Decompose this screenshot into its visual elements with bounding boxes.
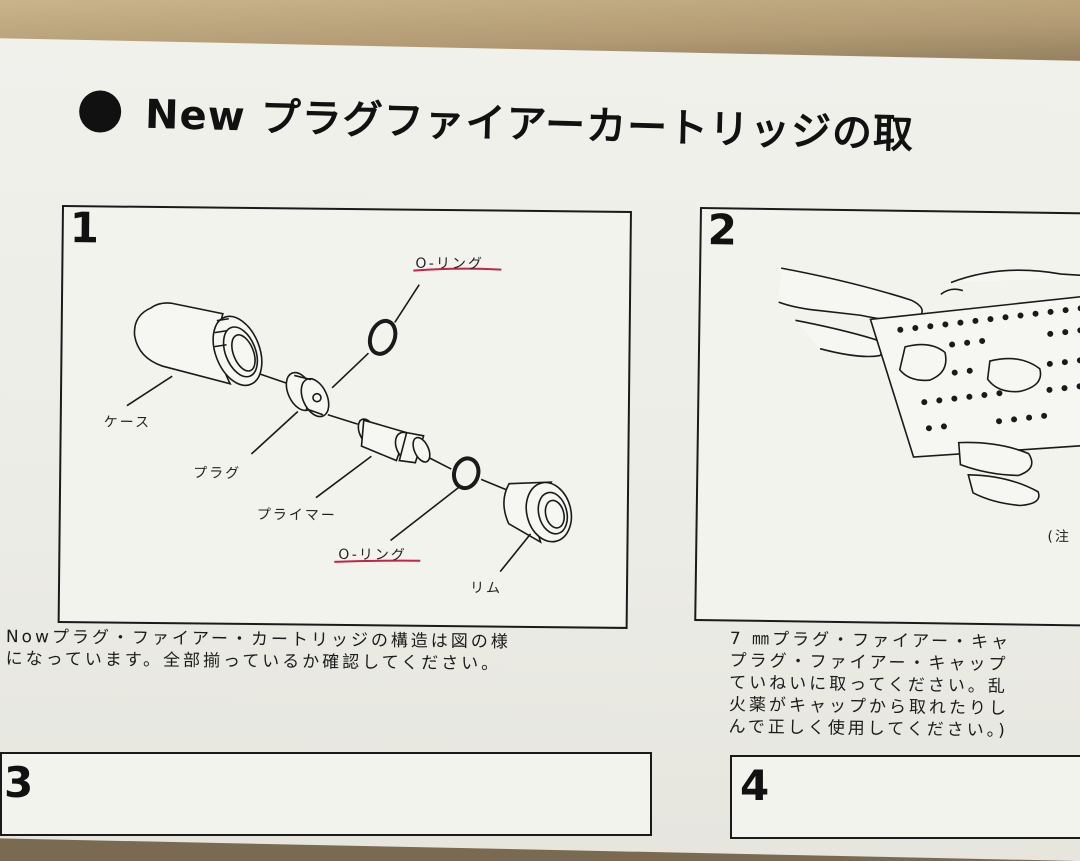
case-part <box>133 302 263 387</box>
panel-1-caption: Nowプラグ・ファイアー・カートリッジの構造は図の様 になっています。全部揃って… <box>6 626 511 675</box>
label-rim: リム <box>469 580 503 597</box>
panel-4: 4 <box>730 755 1080 839</box>
label-plug: プラグ <box>193 465 242 482</box>
label-oring-bottom: O-リング <box>338 546 407 564</box>
panel-3: 3 <box>0 752 652 836</box>
plug-part <box>285 371 330 418</box>
label-primer: プライマー <box>256 507 337 524</box>
oring-top <box>367 318 398 356</box>
label-case: ケース <box>103 414 152 431</box>
primer-part <box>327 414 431 464</box>
note-label: (注 <box>1047 528 1072 546</box>
rim-part <box>503 481 573 544</box>
panel-2-caption: 7 ㎜プラグ・ファイアー・キャ プラグ・ファイアー・キャップ ていねいに取ってく… <box>728 628 1011 742</box>
label-oring-top: O-リング <box>415 255 484 273</box>
hands-holding-cap-sheet <box>778 267 1080 507</box>
oring-bottom <box>451 456 481 491</box>
caption-line: んで正しく使用してください。) <box>728 716 1008 741</box>
panel-number: 3 <box>4 758 34 807</box>
panel-2: 2 <box>694 205 1080 627</box>
cartridge-diagram <box>126 267 573 573</box>
panel-number: 4 <box>740 761 770 810</box>
bullet-icon <box>78 89 122 134</box>
panel-1: 1 <box>57 203 632 629</box>
